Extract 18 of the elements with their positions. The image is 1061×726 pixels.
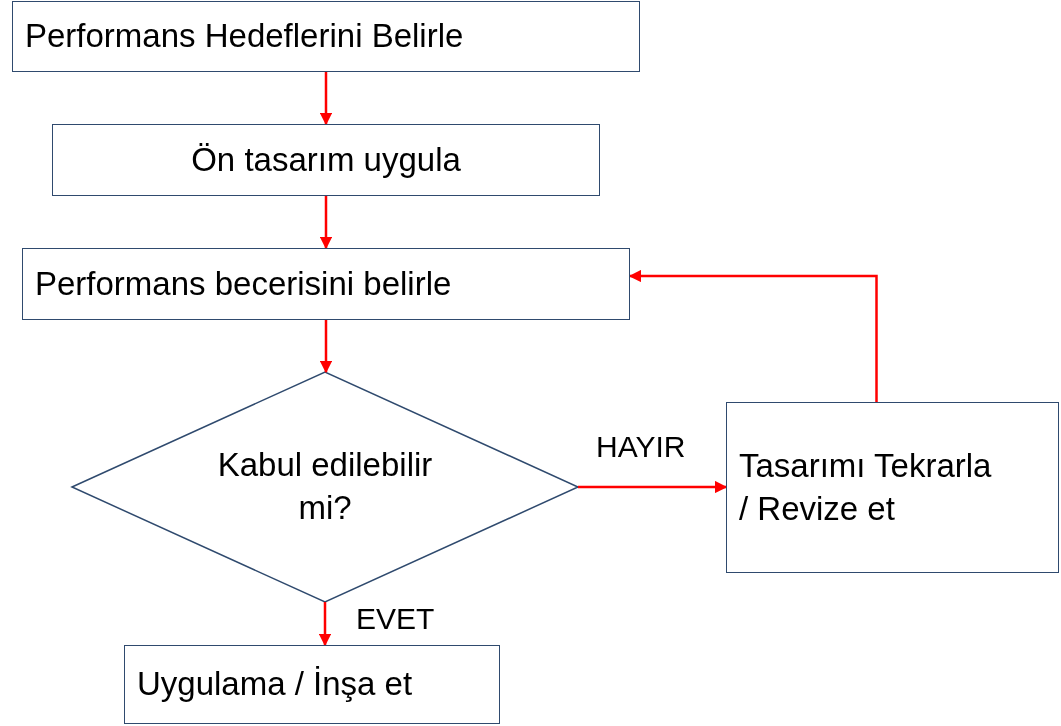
arrow <box>319 72 333 126</box>
process-box <box>52 124 600 196</box>
arrow <box>578 480 728 494</box>
process-box <box>726 402 1059 573</box>
node-text: Tasarımı Tekrarla / Revize et <box>739 445 993 529</box>
node-text: Performans Hedeflerini Belirle <box>25 16 464 57</box>
decision-diamond <box>70 371 580 603</box>
process-box <box>22 248 630 320</box>
process-box <box>124 645 500 724</box>
arrow <box>318 602 332 647</box>
node-text: Kabul edilebilir mi? <box>216 445 434 528</box>
node-text: Ön tasarım uygula <box>191 139 461 180</box>
process-box <box>12 1 640 72</box>
arrow <box>319 196 333 250</box>
node-text: Uygulama / İnşa et <box>137 664 413 705</box>
arrow <box>319 320 333 374</box>
node-text: Performans becerisini belirle <box>35 263 452 304</box>
arrow <box>628 269 878 402</box>
